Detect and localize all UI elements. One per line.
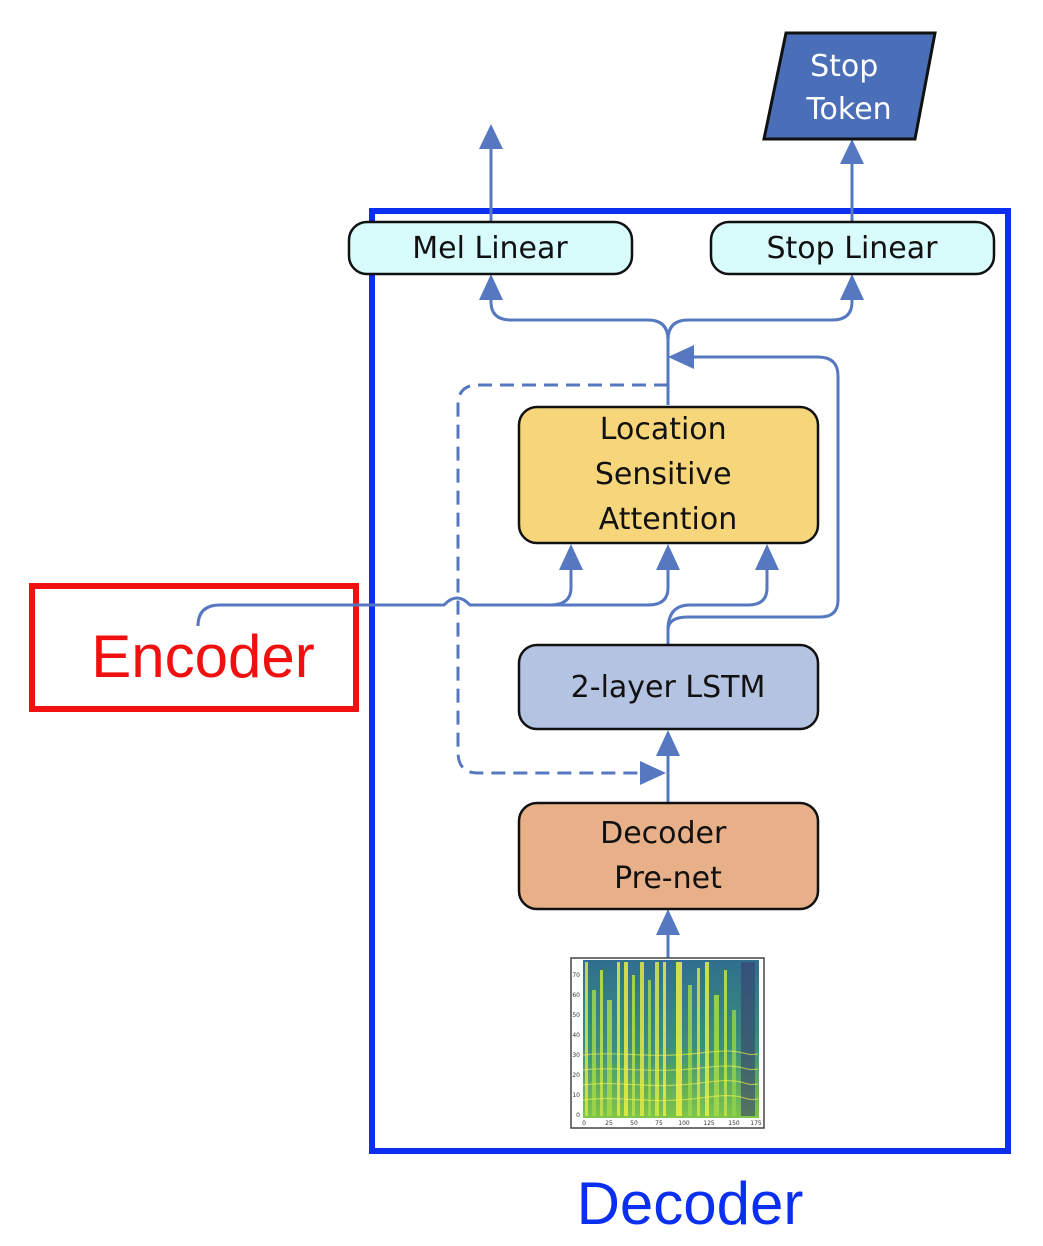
lstm-bypass-line (666, 355, 840, 645)
attention-text-2: Sensitive (595, 457, 732, 492)
spectrogram-stripes (585, 962, 755, 1116)
stop-linear-arrowhead (840, 274, 864, 300)
spectrogram-x-ticks: 0 25 50 75 100 125 150 175 (582, 1120, 762, 1127)
encoder-branch-line (550, 570, 670, 607)
attention-text-1: Location (600, 412, 727, 447)
prenet-node (517, 801, 820, 911)
stop-branch-line (666, 296, 854, 341)
svg-text:50: 50 (630, 1120, 638, 1127)
svg-text:Location Sensitive Att: Location Sensitive Attention (595, 412, 741, 537)
svg-text:Decoder Pre-net: Decoder Pre-net (600, 816, 736, 896)
attention-input-1-arrowhead (559, 544, 583, 570)
svg-text:10: 10 (572, 1092, 580, 1099)
arrowheads (479, 124, 864, 935)
stop-linear-text: Stop Linear (767, 231, 939, 266)
svg-text:50: 50 (572, 1012, 580, 1019)
feedback-arrowhead (640, 761, 666, 785)
feedback-dashed-line (456, 383, 668, 775)
svg-text:70: 70 (572, 972, 580, 979)
stop-token-text-1: Stop (810, 49, 878, 84)
attention-input-2-arrowhead (656, 544, 680, 570)
decoder-frame (369, 208, 1011, 1154)
lstm-to-attention-line (666, 570, 769, 631)
bypass-arrowhead (668, 345, 694, 369)
attention-input-3-arrowhead (755, 544, 779, 570)
encoder-label: Encoder (91, 623, 314, 690)
svg-text:0: 0 (582, 1120, 586, 1127)
mel-linear-node (347, 220, 634, 276)
encoder-line (196, 570, 573, 627)
lstm-text: 2-layer LSTM (571, 670, 766, 705)
prenet-text-1: Decoder (600, 816, 727, 851)
svg-text:75: 75 (655, 1120, 663, 1127)
mel-spectrogram-image: 0 10 20 30 40 50 60 70 0 25 50 75 100 12… (570, 957, 765, 1129)
svg-text:60: 60 (572, 992, 580, 999)
svg-text:0: 0 (576, 1112, 580, 1119)
svg-text:40: 40 (572, 1032, 580, 1039)
mel-linear-arrowhead (479, 274, 503, 300)
prenet-text-2: Pre-net (614, 861, 722, 896)
svg-text:30: 30 (572, 1052, 580, 1059)
spectrogram-harmonics (582, 1050, 759, 1102)
encoder-frame (29, 583, 359, 712)
stop-token-node (762, 31, 937, 141)
lstm-node (517, 643, 820, 731)
svg-text:25: 25 (605, 1120, 613, 1127)
stop-linear-node (709, 220, 996, 276)
decoder-label: Decoder (577, 1170, 804, 1237)
attention-node (517, 405, 820, 545)
lstm-input-arrowhead (656, 730, 680, 756)
attention-output-line (489, 296, 670, 405)
spectrogram-y-ticks: 0 10 20 30 40 50 60 70 (572, 972, 580, 1119)
stop-token-arrowhead (840, 139, 864, 164)
stop-token-text-2: Token (805, 92, 891, 127)
svg-text:150: 150 (728, 1120, 740, 1127)
prenet-input-arrowhead (656, 909, 680, 935)
connectors (196, 148, 854, 958)
svg-text:125: 125 (703, 1120, 715, 1127)
mel-output-arrowhead (479, 124, 503, 149)
attention-text-3: Attention (599, 502, 737, 537)
svg-text:100: 100 (678, 1120, 690, 1127)
svg-text:20: 20 (572, 1072, 580, 1079)
mel-linear-text: Mel Linear (412, 231, 568, 266)
svg-text:Stop Token: Stop Token (805, 49, 891, 127)
svg-text:175: 175 (750, 1120, 762, 1127)
